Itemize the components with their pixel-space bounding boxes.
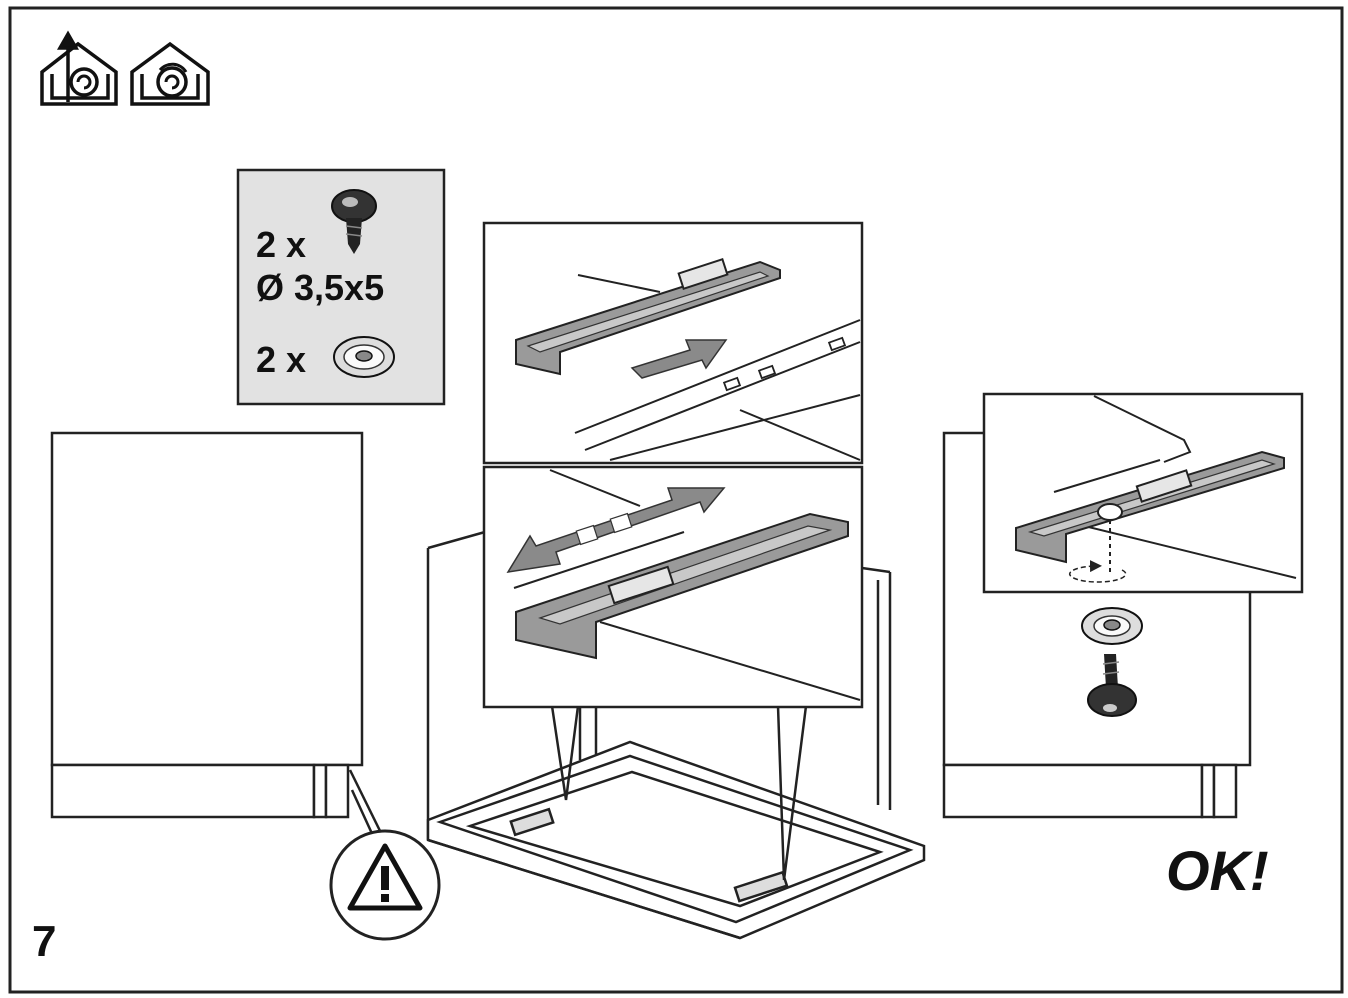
step-number: 7 (32, 917, 56, 966)
washer-quantity: 2 x (256, 339, 306, 380)
warning-triangle-icon (329, 829, 441, 941)
slide-arrow-icon (506, 487, 726, 573)
washer-icon (333, 336, 395, 378)
callout-pointers (550, 705, 808, 881)
screw-icon (1087, 654, 1137, 717)
washer-icon (1081, 607, 1143, 645)
screw-size: Ø 3,5x5 (256, 267, 384, 308)
left-cabinet (50, 431, 364, 819)
cooker-hood (426, 530, 926, 940)
ducted-extraction-icon (40, 30, 118, 106)
screw-icon (331, 189, 377, 254)
detail-panel-right (982, 392, 1304, 594)
recirculation-icon (130, 41, 210, 106)
parts-panel: 2 x Ø 3,5x5 2 x (236, 168, 446, 406)
ok-label: OK! (1166, 839, 1269, 902)
detail-panel-top (482, 221, 864, 465)
screw-quantity: 2 x (256, 224, 306, 265)
detail-panel-bottom (482, 465, 864, 709)
